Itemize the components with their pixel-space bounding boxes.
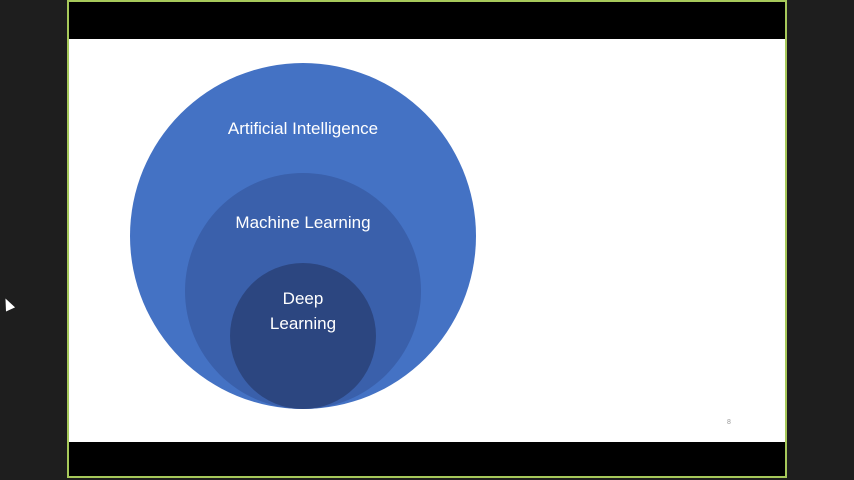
ml-label: Machine Learning — [235, 213, 371, 232]
slide-page-number: 8 — [727, 419, 731, 426]
dl-label-line2: Learning — [269, 314, 337, 333]
screen-share-view: Artificial Intelligence Machine Learning… — [67, 0, 787, 478]
mouse-cursor-icon — [0, 296, 16, 312]
presentation-slide: Artificial Intelligence Machine Learning… — [69, 39, 785, 442]
ai-label: Artificial Intelligence — [227, 119, 379, 138]
dl-label-line1: Deep — [282, 289, 324, 308]
dl-circle — [230, 263, 376, 409]
